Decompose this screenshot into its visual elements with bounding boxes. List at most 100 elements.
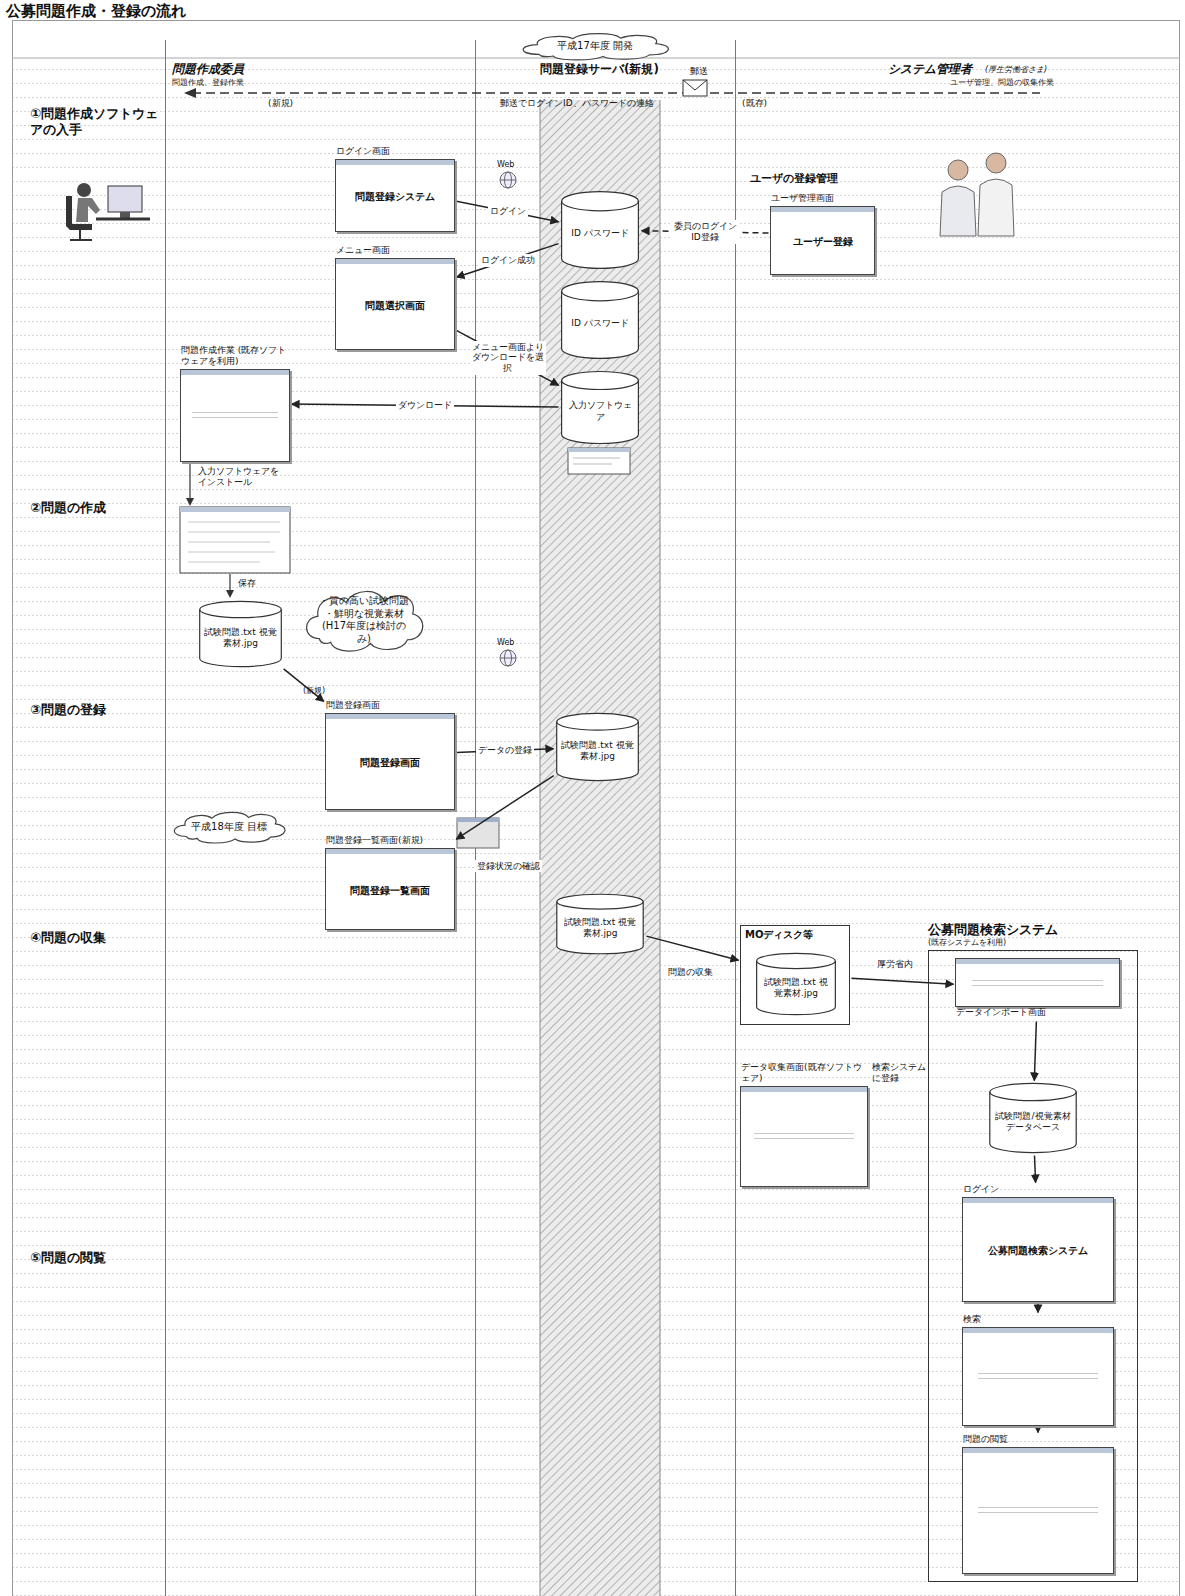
note-label: 問題作成委員 xyxy=(172,62,244,76)
cylinder-body xyxy=(557,713,639,780)
lane-line xyxy=(165,40,166,1596)
title-bar xyxy=(336,259,454,264)
note-label: Web xyxy=(497,160,514,170)
screen-heading: 問題作成作業 (既存ソフトウェアを利用) xyxy=(180,345,290,369)
save-arrow xyxy=(229,574,230,592)
title-bar xyxy=(181,370,289,375)
title-bar xyxy=(956,959,1119,964)
screen-heading: 問題の閲覧 xyxy=(962,1434,1114,1447)
authoring-screen: 問題作成作業 (既存ソフトウェアを利用) xyxy=(180,345,290,462)
note-label: ④問題の収集 xyxy=(30,930,106,946)
note-label: 郵送でログインID、パスワードの連絡 xyxy=(500,98,654,109)
title-bar xyxy=(963,1448,1113,1453)
cloud-path xyxy=(523,34,668,60)
outer-frame xyxy=(13,21,1180,1596)
search-database: 試験問題/視覚素材データベース xyxy=(988,1082,1078,1154)
note-label: 入力ソフトウェアをインストール xyxy=(198,466,282,488)
user-admin-screen: ユーザ管理画面ユーザー登録 xyxy=(770,193,875,275)
cloud-path xyxy=(174,812,285,843)
globe-equator xyxy=(500,658,516,659)
panel-title: 公募問題検索システム xyxy=(928,922,1138,938)
editing-screen xyxy=(180,507,290,573)
monitor-stand xyxy=(120,212,130,218)
editing-row xyxy=(188,562,260,563)
view-screen: 問題の閲覧 xyxy=(962,1434,1114,1574)
note-label: 保存 xyxy=(238,578,256,589)
database-label: 試験問題.txt 視覚素材.jpg xyxy=(761,977,831,1000)
lane-line xyxy=(735,40,736,1596)
cylinder-rim xyxy=(562,291,639,301)
dialog-frame xyxy=(457,818,499,848)
edge-label: 登録状況の確認 xyxy=(475,860,542,873)
cylinder-rim xyxy=(562,381,639,390)
search-system-panel: 公募問題検索システム(既存システムを利用)データインポート画面試験問題/視覚素材… xyxy=(928,922,1138,1582)
screen-heading: ユーザ管理画面 xyxy=(770,193,875,206)
register-screen: 問題登録画面問題登録画面 xyxy=(325,700,455,810)
screen-title: ユーザー登録 xyxy=(789,228,857,252)
envelope-icon xyxy=(683,80,707,96)
desk xyxy=(96,218,150,221)
body xyxy=(940,186,976,236)
cylinder-body xyxy=(562,372,639,444)
screen-frame: ユーザー登録 xyxy=(770,206,875,275)
screen-frame: 公募問題検索システム xyxy=(962,1197,1114,1302)
mail-arrow-line xyxy=(192,92,1040,94)
band-edge xyxy=(660,100,661,1596)
edge-label: 厚労省内 xyxy=(875,958,915,971)
dialog-thumbnail xyxy=(457,818,499,848)
head xyxy=(77,183,91,197)
connector-arrow xyxy=(456,330,558,385)
screen-frame xyxy=(955,958,1120,1007)
cylinder-rim xyxy=(757,961,836,969)
database-label: 試験問題.txt 視覚素材.jpg xyxy=(561,740,634,763)
head xyxy=(986,153,1006,173)
screen-frame: 問題登録画面 xyxy=(325,713,455,810)
screen-title: 問題登録システム xyxy=(351,183,439,207)
cylinder-body xyxy=(757,953,836,1014)
screen-heading: 問題登録画面 xyxy=(325,700,455,713)
title-bar xyxy=(771,207,874,212)
globe-equator xyxy=(500,180,516,181)
panel-heading: 公募問題検索システム(既存システムを利用) xyxy=(928,922,1138,948)
cylinder-body xyxy=(562,282,639,359)
screen-content-rows xyxy=(972,976,1102,990)
dialog-bar xyxy=(457,818,499,822)
title-bar xyxy=(326,849,454,854)
edge-label: ログイン xyxy=(488,205,528,218)
note-label: ユーザの登録管理 xyxy=(750,172,838,185)
database-label: 試験問題.txt 視覚素材.jpg xyxy=(561,917,639,940)
editing-row xyxy=(188,552,275,553)
note-label: ①問題作成ソフトウェアの入手 xyxy=(30,106,158,137)
editing-row xyxy=(188,532,280,533)
thumbnail-frame xyxy=(568,448,630,474)
connector-arrow xyxy=(851,978,953,984)
thumbnail-bar xyxy=(568,448,630,452)
panel-title: (既存システムを利用) xyxy=(928,938,1138,948)
collect-screen: データ収集画面(既存ソフトウェア) xyxy=(740,1062,868,1187)
connector-arrow xyxy=(456,244,558,278)
chair xyxy=(66,196,92,230)
title-bar xyxy=(963,1328,1113,1333)
edge-label: 問題の収集 xyxy=(666,966,715,979)
diagram-title: 公募問題作成・登録の流れ xyxy=(6,2,186,21)
grid-rows xyxy=(12,60,1180,1596)
list-screen: 問題登録一覧画面(新規)問題登録一覧画面 xyxy=(325,835,455,930)
cylinder-body xyxy=(562,192,639,269)
mo-disk-box: MOディスク等試験問題.txt 視覚素材.jpg xyxy=(740,925,850,1025)
connector-arrow xyxy=(1034,1021,1036,1080)
cylinder-body xyxy=(990,1083,1076,1152)
software-thumbnail xyxy=(568,448,630,474)
save-arrow-head xyxy=(226,590,234,598)
cloud-label: 平成18年度 目標 xyxy=(191,821,267,834)
screen-content-rows xyxy=(192,408,278,422)
connector-arrow xyxy=(1037,1428,1039,1433)
cylinder-rim xyxy=(557,722,639,730)
note-label: (既存) xyxy=(742,98,767,109)
administrators xyxy=(940,153,1014,236)
body xyxy=(978,179,1014,236)
note-label: ⑤問題の閲覧 xyxy=(30,1250,106,1266)
globe-icon xyxy=(500,650,516,666)
edge-label: データの登録 xyxy=(476,744,534,757)
connector-arrow xyxy=(284,669,324,702)
connector-arrow xyxy=(456,201,558,221)
